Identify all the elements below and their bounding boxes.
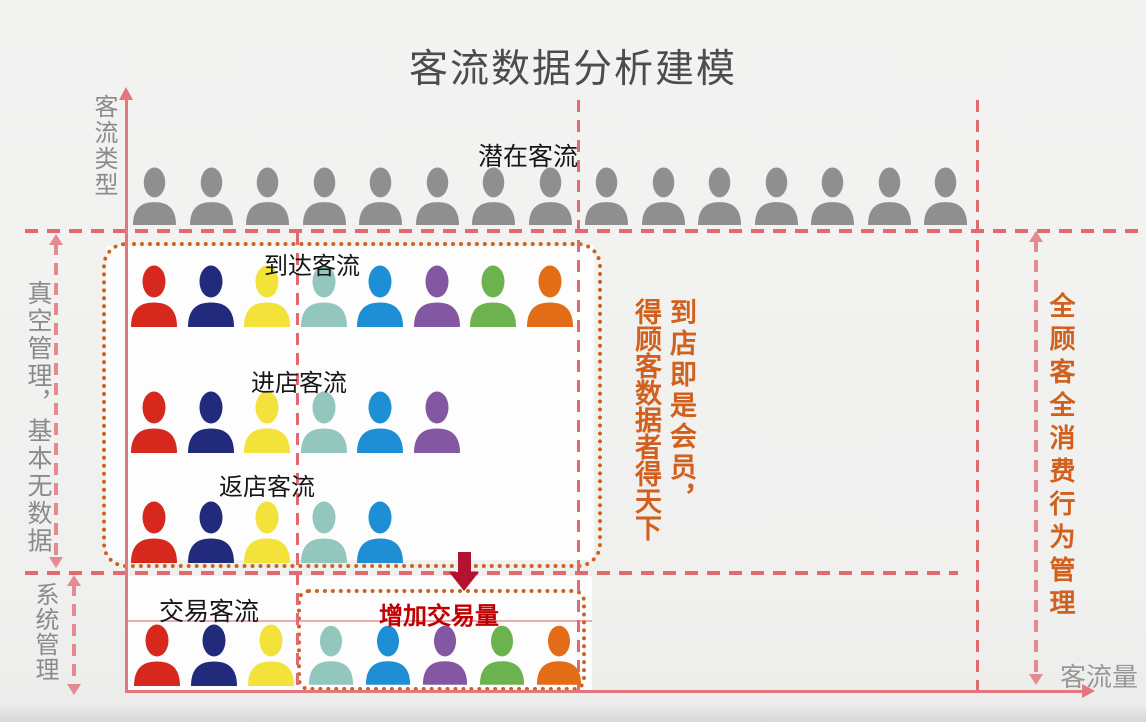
potential-flow-icons <box>131 167 969 225</box>
store-flow-dotted-box <box>102 242 602 568</box>
y-axis <box>125 99 128 692</box>
person-icon <box>132 167 177 225</box>
person-icon <box>357 391 403 453</box>
vacuum-range-arrow <box>49 234 63 568</box>
person-icon <box>308 625 354 685</box>
person-icon <box>302 167 346 225</box>
person-icon <box>471 167 516 225</box>
full-behavior-annotation: 全顾客全消费行为管理 <box>1046 292 1076 622</box>
person-icon <box>584 167 629 225</box>
person-icon <box>697 167 742 225</box>
person-icon <box>641 167 685 225</box>
full-behavior-range-arrow <box>1029 231 1043 685</box>
person-icon <box>300 265 347 327</box>
person-icon <box>244 265 290 327</box>
membership-annotation: 到店即是会员， 得顾客数据者得天下 <box>631 298 696 541</box>
person-icon <box>867 167 911 225</box>
deal-flow-label: 交易客流 <box>159 598 260 626</box>
deal-flow-icons <box>132 623 296 687</box>
person-icon <box>248 624 294 686</box>
increase-arrow-head-icon <box>449 572 479 591</box>
arrow-down-icon <box>1029 674 1043 685</box>
person-icon <box>187 391 234 453</box>
potential-flow-label: 潜在客流 <box>478 143 579 171</box>
person-icon <box>358 167 403 225</box>
person-icon <box>134 624 180 686</box>
person-icon <box>536 625 582 685</box>
person-icon <box>413 391 460 453</box>
dashed-line-vertical-right <box>975 100 979 690</box>
person-icon <box>187 501 234 563</box>
person-icon <box>365 625 411 685</box>
x-axis-label: 客流量 <box>1060 662 1139 692</box>
person-icon <box>131 391 177 453</box>
arrival-flow-label: 到达客流 <box>264 253 360 280</box>
dashed-line-potential-bottom <box>25 229 1146 233</box>
arrow-up-icon <box>49 234 63 245</box>
person-icon <box>244 391 290 453</box>
page-title: 客流数据分析建模 <box>408 48 737 91</box>
person-icon <box>244 501 290 563</box>
increase-deal-dotted-box <box>297 589 586 691</box>
enter-store-flow-label: 进店客流 <box>251 370 347 397</box>
person-icon <box>754 167 798 225</box>
return-store-flow-label: 返店客流 <box>219 474 315 501</box>
person-icon <box>187 265 234 327</box>
person-icon <box>526 265 573 327</box>
person-icon <box>479 625 525 685</box>
return-store-flow-icons <box>128 501 406 563</box>
person-icon <box>528 167 572 225</box>
person-icon <box>810 167 855 225</box>
y-axis-label: 客流类型 <box>90 94 117 198</box>
increase-arrow-icon <box>458 552 471 573</box>
y-axis-arrow-icon <box>119 87 133 100</box>
person-icon <box>131 265 177 327</box>
person-icon <box>422 625 468 685</box>
increase-deal-icons <box>307 623 583 687</box>
arrow-up-icon <box>1029 231 1043 242</box>
person-icon <box>415 167 459 225</box>
arrow-up-icon <box>67 575 81 586</box>
person-icon <box>470 265 516 327</box>
person-icon <box>245 167 290 225</box>
enter-store-flow-icons <box>128 391 463 453</box>
person-icon <box>191 624 237 686</box>
deal-panel-divider <box>126 620 592 622</box>
vacuum-management-label: 真空管理，基本无数据 <box>24 280 52 555</box>
person-icon <box>413 265 460 327</box>
arrival-flow-icons <box>128 265 576 327</box>
system-range-arrow <box>67 575 81 695</box>
bottom-shadow-strip <box>0 706 1146 722</box>
person-icon <box>357 501 403 563</box>
system-management-label: 系统管理 <box>31 582 58 682</box>
person-icon <box>923 167 968 225</box>
person-icon <box>189 167 233 225</box>
dashed-line-vertical-left <box>295 233 299 690</box>
dashed-line-system-top <box>25 571 958 575</box>
person-icon <box>131 501 177 563</box>
person-icon <box>357 265 403 327</box>
managed-flow-panel <box>106 246 594 560</box>
person-icon <box>300 391 347 453</box>
x-axis <box>125 690 1085 693</box>
arrow-down-icon <box>67 684 81 695</box>
arrow-down-icon <box>49 557 63 568</box>
dashed-line-vertical-middle <box>576 100 580 690</box>
increase-deal-label: 增加交易量 <box>379 603 499 630</box>
x-axis-arrow-icon <box>1082 684 1095 698</box>
person-icon <box>300 501 347 563</box>
